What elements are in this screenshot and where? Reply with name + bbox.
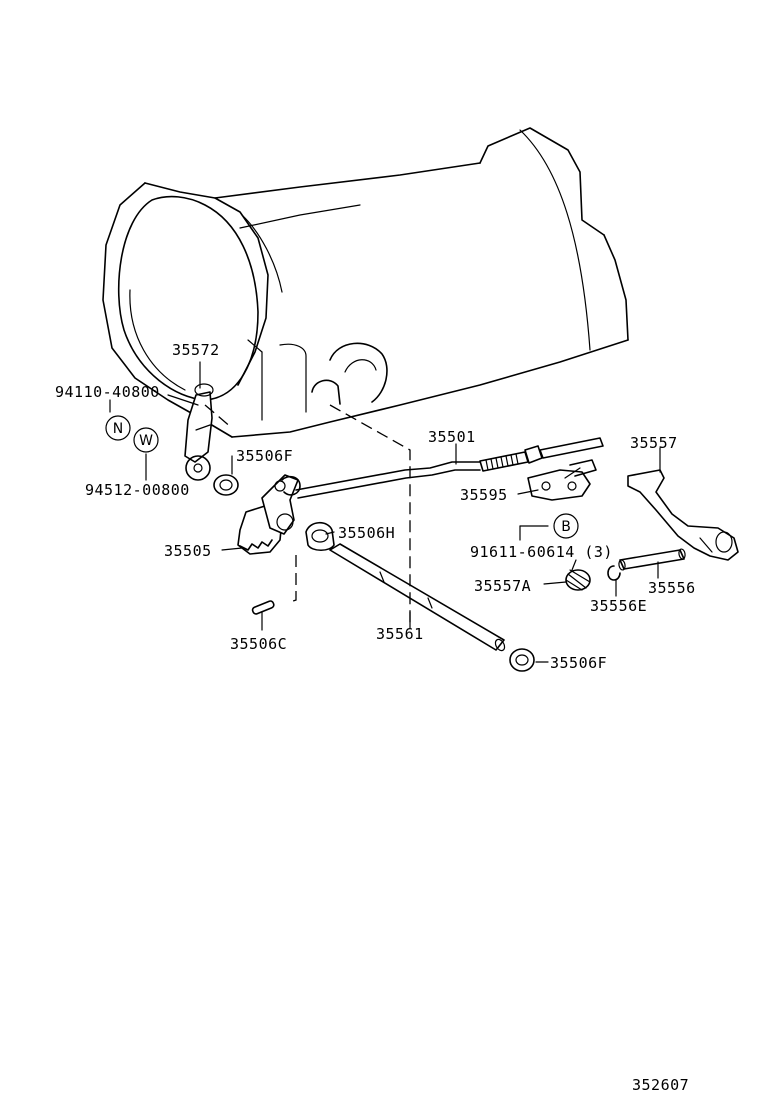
e-ring xyxy=(607,565,621,581)
lever-pin xyxy=(618,548,686,571)
label-35501: 35501 xyxy=(428,428,476,446)
symbol-n: N xyxy=(105,415,131,441)
label-35595: 35595 xyxy=(460,486,508,504)
oil-seal-top xyxy=(213,474,239,496)
detent-lever xyxy=(237,474,299,555)
label-35561: 35561 xyxy=(376,625,424,643)
label-35556e: 35556E xyxy=(590,597,647,615)
control-rod xyxy=(281,437,604,499)
collar xyxy=(305,521,335,552)
symbol-n-letter: N xyxy=(113,421,123,437)
label-35506f-top: 35506F xyxy=(236,447,293,465)
shift-lever xyxy=(627,469,739,561)
leader-lines xyxy=(109,361,661,663)
symbol-b: B xyxy=(553,513,579,539)
label-35557: 35557 xyxy=(630,434,678,452)
label-35505: 35505 xyxy=(164,542,212,560)
transmission-case xyxy=(102,127,629,438)
symbol-b-letter: B xyxy=(561,519,571,535)
label-35572: 35572 xyxy=(172,341,220,359)
label-35506c: 35506C xyxy=(230,635,287,653)
label-35557a: 35557A xyxy=(474,577,531,595)
neutral-switch xyxy=(184,383,214,481)
reference-lines xyxy=(204,404,411,625)
oil-seal-bottom xyxy=(509,648,535,672)
torsion-spring xyxy=(565,559,591,591)
label-35506h: 35506H xyxy=(338,524,395,542)
symbol-w: W xyxy=(133,427,159,453)
label-35556: 35556 xyxy=(648,579,696,597)
label-91611-60614: 91611-60614 (3) xyxy=(470,543,613,561)
label-94110-40800: 94110-40800 xyxy=(55,383,160,401)
diagram-id: 352607 xyxy=(632,1076,689,1094)
label-35506f-bottom: 35506F xyxy=(550,654,607,672)
label-94512-00800: 94512-00800 xyxy=(85,481,190,499)
symbol-w-letter: W xyxy=(139,433,153,449)
control-bracket xyxy=(527,459,597,501)
spring-pin xyxy=(251,600,275,615)
manual-shaft xyxy=(329,543,506,652)
